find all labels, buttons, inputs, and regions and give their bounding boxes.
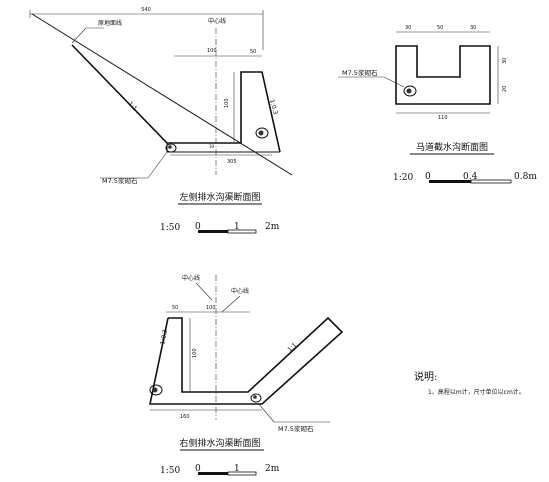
right-label-material: M7.5浆砌石 — [278, 424, 314, 433]
berm-dim-c: 30 — [470, 25, 476, 31]
berm-scale-ratio: 1:20 — [393, 173, 413, 183]
left-dim-height: 100 — [224, 98, 230, 108]
right-label-center2: 中心线 — [231, 287, 249, 295]
left-dim-small: 30 — [209, 144, 215, 149]
berm-title: 马道截水沟断面图 — [416, 141, 488, 153]
berm-dim-h1: 30 — [502, 58, 508, 64]
right-scale-ratio: 1:50 — [160, 466, 180, 476]
left-channel-outline — [167, 71, 281, 153]
berm-scale-2: 0.8m — [514, 172, 537, 182]
berm-scale-0: 0 — [425, 172, 431, 182]
right-dim-100: 100 — [206, 305, 216, 311]
right-dim-bottom: 160 — [180, 414, 190, 420]
berm-dim-a: 30 — [405, 25, 411, 31]
berm-ditch-outline — [395, 45, 491, 105]
right-slope-wall-label: 1:0.3 — [159, 329, 169, 346]
berm-ditch-section: 30 50 30 30 20 110 M7.5浆砌石 马道截水沟断面图 1:20… — [338, 25, 537, 184]
berm-scale-1: 0.4 — [463, 172, 478, 182]
notes-item-1: 1、高程以m计，尺寸单位以cm计。 — [428, 388, 525, 396]
left-label-ground: 原地面线 — [98, 19, 122, 27]
berm-dim-h2: 20 — [502, 86, 508, 92]
right-dim-height: 100 — [192, 348, 198, 358]
right-scale-1: 1 — [234, 464, 240, 474]
left-slope-1-1-label: 1:1 — [127, 101, 139, 113]
notes-block: 说明: 1、高程以m计，尺寸单位以cm计。 — [414, 370, 525, 396]
left-title: 左侧排水沟渠断面图 — [179, 191, 260, 203]
right-label-center1: 中心线 — [182, 274, 200, 282]
left-label-material: M7.5浆砌石 — [102, 176, 138, 185]
left-slope-1-1 — [71, 44, 168, 144]
left-dim-50: 50 — [250, 49, 256, 55]
left-scale-2: 2m — [265, 222, 280, 232]
right-dim-50: 50 — [172, 305, 178, 311]
left-dim-100: 100 — [207, 48, 217, 54]
left-scale-0: 0 — [195, 222, 201, 232]
right-channel-outline — [149, 316, 344, 405]
left-scale-ratio: 1:50 — [160, 223, 180, 233]
berm-dim-b: 50 — [437, 25, 443, 31]
berm-dim-bottom: 110 — [438, 115, 448, 121]
right-slope-1-1-label: 1:1 — [286, 342, 298, 354]
left-ground-line — [31, 13, 293, 176]
left-slope-wall-label: 1:0.3 — [268, 99, 279, 116]
left-scale-1: 1 — [234, 222, 240, 232]
right-scale-0: 0 — [195, 464, 201, 474]
right-drain-section: 中心线 中心线 50 100 1:0.3 1:1 100 160 M7.5浆砌石… — [149, 274, 344, 476]
left-dim-bottom: 305 — [227, 159, 237, 165]
notes-heading: 说明: — [414, 370, 437, 383]
right-title: 右侧排水沟渠断面图 — [179, 437, 260, 449]
left-drain-section: 540 原地面线 1:1 305 1:0.3 中心线 100 50 100 30 — [29, 7, 293, 234]
right-scale-2: 2m — [265, 464, 280, 474]
left-dim-top: 540 — [141, 7, 151, 13]
berm-label-material: M7.5浆砌石 — [342, 68, 378, 77]
left-label-center: 中心线 — [208, 17, 226, 25]
